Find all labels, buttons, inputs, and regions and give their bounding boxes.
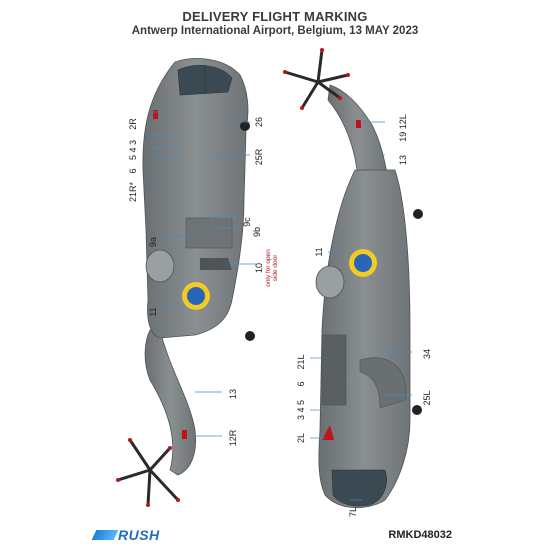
callout-6-right: 6 [296,381,306,386]
right-cockpit-window [331,469,387,507]
callout-9c: 9c [242,217,252,227]
callout-6-left: 6 [128,168,138,173]
callout-2l: 2L [296,433,306,443]
callout-5-4-3: 5 4 3 [128,140,138,160]
left-red-marking-2 [182,430,187,439]
footer: RUSH RMKD48032 [0,527,550,547]
callout-9b: 9b [252,227,262,237]
callout-11-left: 11 [148,307,158,316]
right-roundel-blue [354,254,372,272]
callout-10-note-1: only for open [265,249,272,287]
left-tail-boom [144,329,197,476]
right-tail-boom [327,84,389,181]
left-helicopter [116,58,255,507]
callout-12r: 12R [228,429,238,446]
callout-19-12l: 19 12L [398,114,408,142]
callout-26: 26 [254,117,264,127]
right-sponson [359,357,407,409]
right-red-marking [322,425,334,440]
page-subtitle: Antwerp International Airport, Belgium, … [131,25,419,37]
right-helicopter [283,48,423,509]
callout-lines [148,111,412,501]
callout-2r: 2R [128,118,138,130]
right-wheel-lower [412,405,422,415]
brand-logo: RUSH [91,527,160,543]
left-wheel-main [245,331,255,341]
left-red-marking [153,110,158,119]
callout-9a: 9a [148,237,158,247]
callout-13-right: 13 [398,155,408,165]
callout-34: 34 [422,349,432,359]
left-wheel-front [240,121,250,131]
left-engine-intake [145,249,175,283]
callout-10: 10 [254,263,264,273]
callout-10-note-2: side door [272,254,279,282]
left-sponson [200,258,232,270]
callout-25r: 25R [254,148,264,165]
left-side-door [185,217,233,249]
right-side-door [321,334,347,406]
product-code: RMKD48032 [388,529,452,541]
right-engine-intake [315,265,345,299]
right-tail-rotor [283,48,350,110]
callout-21r: 21R* [128,181,138,202]
callout-7l: 7L [348,507,358,517]
callout-3-4-5: 3 4 5 [296,400,306,420]
callout-25l: 25L [422,390,432,405]
callout-13-left: 13 [228,389,238,399]
callout-21l: 21L [296,354,306,369]
left-tail-rotor [116,438,180,507]
left-roundel-blue [187,287,205,305]
right-red-marking-2 [356,120,361,128]
page-title: DELIVERY FLIGHT MARKING [182,9,368,24]
right-wheel-upper [413,209,423,219]
brand-logo-text: RUSH [118,527,160,543]
brand-logo-swoosh [91,530,119,540]
callout-11-right: 11 [314,247,324,256]
